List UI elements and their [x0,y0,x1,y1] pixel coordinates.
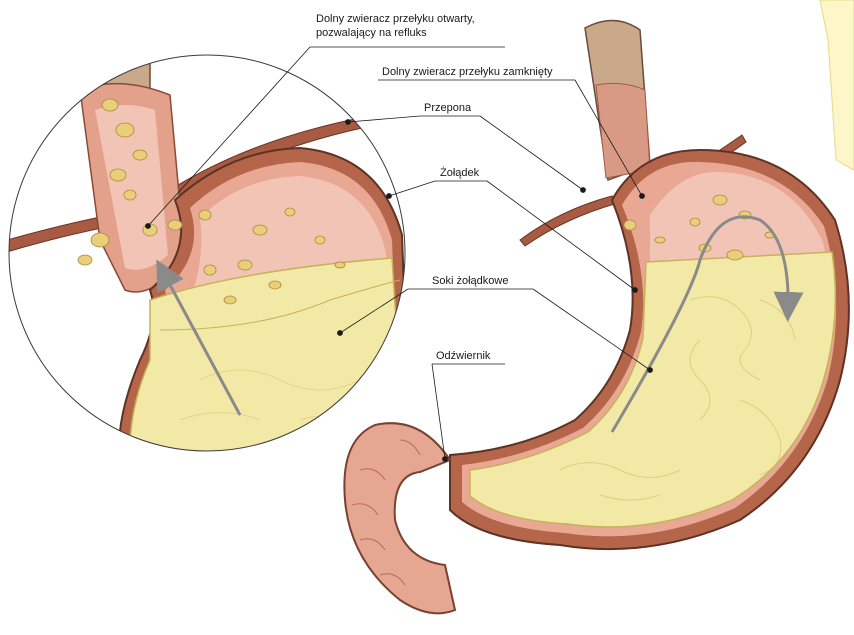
magnified-view [0,50,410,460]
label-les-closed: Dolny zwieracz przełyku zamknięty [382,66,553,79]
label-les-open-line1: Dolny zwieracz przełyku otwarty, [316,13,475,26]
sticky-note [820,0,854,170]
label-pylorus: Odźwiernik [436,350,490,363]
label-diaphragm: Przepona [424,102,471,115]
label-les-open-line2: pozwalający na refluks [316,27,427,40]
duodenum [344,423,455,613]
main-stomach [344,20,849,613]
label-gastric-juices: Soki żołądkowe [432,275,508,288]
diaphragm-right [520,196,618,246]
label-stomach: Żołądek [440,167,479,180]
